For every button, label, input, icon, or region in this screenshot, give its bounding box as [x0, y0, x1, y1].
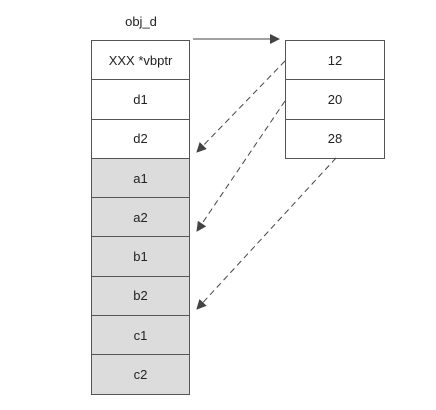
vbtable: 12 20 28 — [285, 40, 385, 159]
vbtable-entry-1: 20 — [285, 80, 385, 120]
cell-b1: b1 — [91, 237, 190, 277]
offset-arrow-12 — [196, 60, 286, 153]
cell-c2: c2 — [91, 355, 190, 395]
offset-arrow-20 — [196, 100, 286, 232]
cell-vbptr: XXX *vbptr — [91, 41, 190, 81]
offset-arrow-28 — [196, 157, 337, 310]
cell-c1: c1 — [91, 316, 190, 356]
cell-a2: a2 — [91, 198, 190, 238]
vbtable-entry-0: 12 — [285, 41, 385, 81]
cell-b2: b2 — [91, 276, 190, 317]
cell-a1: a1 — [91, 158, 190, 199]
vbtable-entry-2: 28 — [285, 119, 385, 159]
cell-d2: d2 — [91, 119, 190, 159]
cell-d1: d1 — [91, 80, 190, 120]
object-label: obj_d — [125, 14, 157, 29]
object-layout: XXX *vbptr d1 d2 a1 a2 b1 b2 c1 c2 — [91, 40, 190, 395]
